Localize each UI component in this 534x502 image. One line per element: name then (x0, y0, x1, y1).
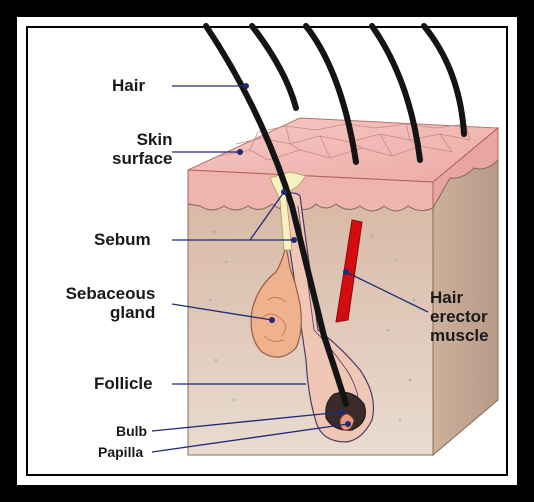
label-sebum: Sebum (94, 230, 151, 249)
label-papilla: Papilla (98, 444, 143, 460)
label-hair-erector-muscle-line-3: muscle (430, 326, 489, 345)
label-skin-surface: Skin surface (112, 130, 172, 168)
label-skin-surface-line-1: Skin (112, 130, 172, 149)
label-hair-erector-muscle-line-1: Hair (430, 288, 489, 307)
label-hair-erector-muscle-line-2: erector (430, 307, 489, 326)
label-bulb: Bulb (116, 423, 147, 439)
label-sebaceous-gland: Sebaceous gland (52, 284, 155, 322)
label-follicle: Follicle (94, 374, 153, 393)
label-hair: Hair (112, 76, 145, 95)
label-sebaceous-gland-line-2: gland (52, 303, 155, 322)
label-sebaceous-gland-line-1: Sebaceous (52, 284, 155, 303)
label-skin-surface-line-2: surface (112, 149, 172, 168)
label-hair-erector-muscle: Hair erector muscle (430, 288, 489, 345)
